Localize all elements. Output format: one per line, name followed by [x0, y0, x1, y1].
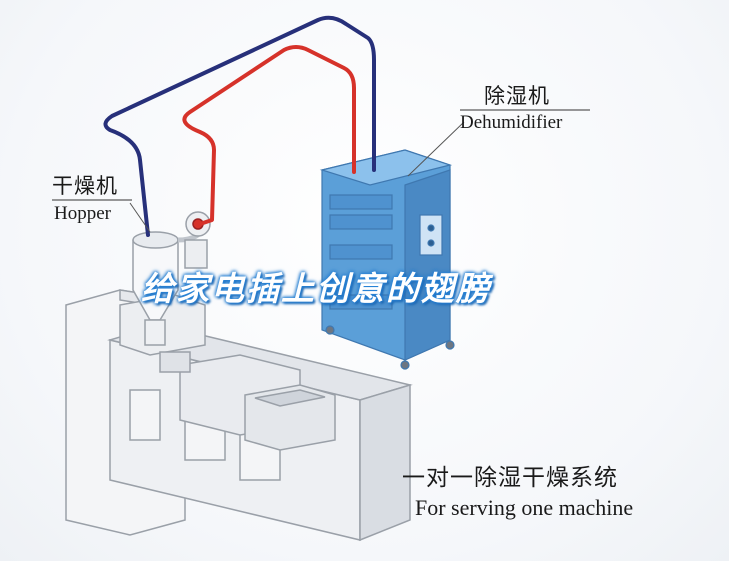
- supply-air-pipe: [182, 45, 356, 226]
- hopper-label-cn: 干燥机: [52, 174, 118, 198]
- caption-cn: 一对一除湿干燥系统: [402, 465, 618, 491]
- return-air-pipe: [103, 15, 376, 237]
- dehumidifier-leader-line: [407, 121, 465, 177]
- hopper-leader-line: [129, 202, 151, 233]
- dehumidifier-label-en: Dehumidifier: [460, 112, 563, 133]
- dehumidifier-unit: [319, 149, 455, 370]
- hopper-dryer: [132, 211, 211, 346]
- dehumidifier-label-cn: 除湿机: [484, 84, 550, 108]
- injection-molding-machine: [65, 289, 413, 542]
- overlay-banner-text: 给家电插上创意的翅膀: [141, 269, 491, 308]
- caption-en: For serving one machine: [415, 495, 634, 520]
- hopper-label-en: Hopper: [54, 203, 111, 224]
